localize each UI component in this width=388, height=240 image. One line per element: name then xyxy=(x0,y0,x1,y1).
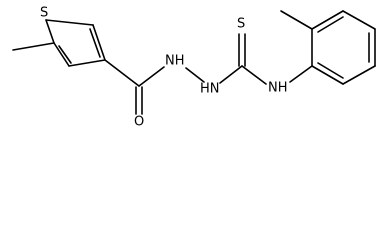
bond-ar3-ar4 xyxy=(342,10,376,30)
thiophene-ring xyxy=(45,19,106,67)
bond-c5-methyl xyxy=(12,42,55,51)
bond-ar6-ar1-inner xyxy=(317,62,344,79)
bond-ar5-ar6 xyxy=(342,65,376,85)
bond-nh-hn xyxy=(185,67,205,83)
tolyl-methyl xyxy=(280,10,313,30)
bond-hn-thiocarbonyl xyxy=(219,65,243,84)
bond-s-c5 xyxy=(45,19,55,44)
bond-ar2-ar3 xyxy=(311,10,344,30)
bond-ar2-methyl xyxy=(280,10,313,30)
atom-s-ring: S xyxy=(40,6,48,21)
bond-carbonyl-nh xyxy=(138,66,165,87)
bond-c5-c4-inner xyxy=(58,45,72,64)
bond-ar2-ar3-inner xyxy=(317,16,344,33)
bond-c3-carbonyl xyxy=(104,59,140,87)
chemical-structure: S O NH HN S NH xyxy=(12,6,376,130)
atom-nh-aryl: NH xyxy=(268,81,288,96)
atom-nh-hydrazide: NH xyxy=(165,54,185,69)
atom-hn-hydrazide: HN xyxy=(200,82,220,97)
thiourea xyxy=(238,33,313,85)
bond-c4-c3 xyxy=(68,59,106,67)
atom-s-thio: S xyxy=(237,17,245,32)
tolyl-ring xyxy=(311,10,376,85)
bond-c3-c2 xyxy=(92,24,106,61)
hydrazide-chain xyxy=(104,59,243,115)
bond-ar6-ar1 xyxy=(311,65,344,85)
atom-o-carbonyl: O xyxy=(134,115,144,130)
bond-c5-c4 xyxy=(53,42,70,67)
bond-s-c2 xyxy=(45,19,94,26)
bond-thiocarbonyl-nh xyxy=(241,65,267,85)
bond-c3-c2-inner xyxy=(89,28,101,58)
thiophene-methyl xyxy=(12,42,55,51)
bond-nh-aryl xyxy=(289,65,313,83)
